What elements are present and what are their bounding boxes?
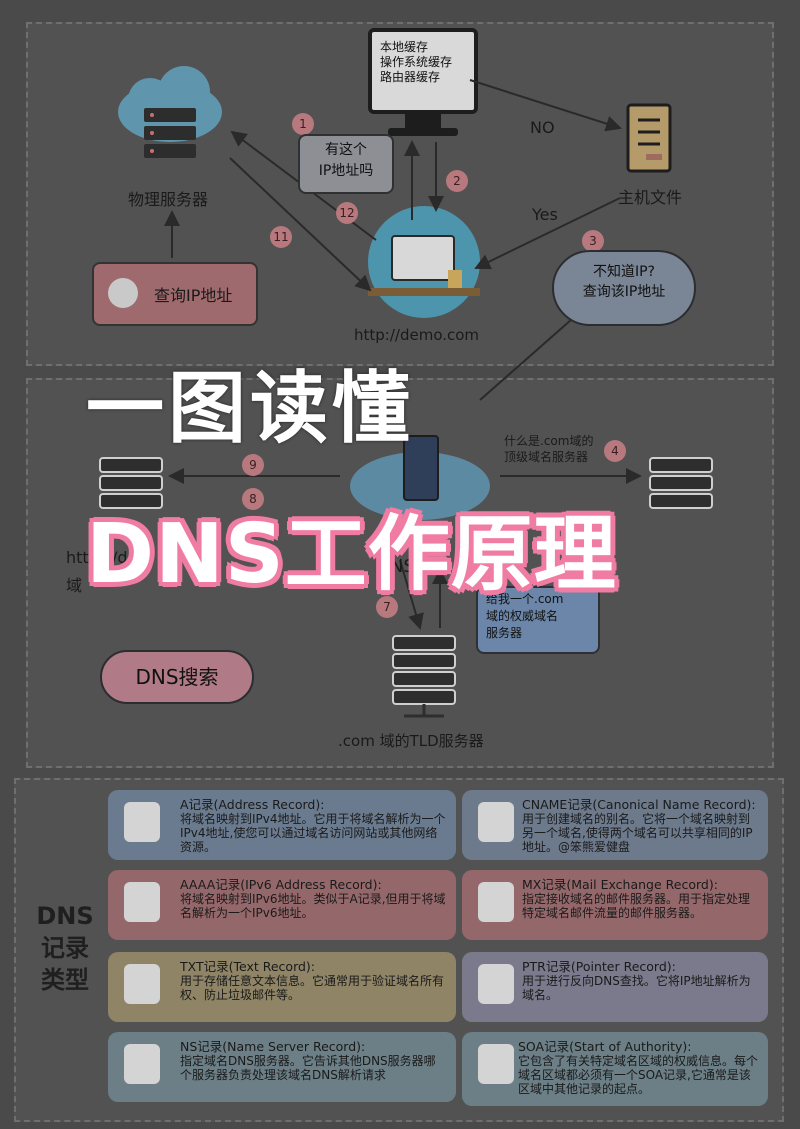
cache-os: 操作系统缓存	[380, 55, 453, 69]
partial-dns: DNS解	[376, 556, 433, 577]
url-label: http://demo.com	[354, 326, 480, 344]
physical-server-label: 物理服务器	[128, 190, 209, 209]
record-a: A记录(Address Record):将域名映射到IPv4地址。它用于将域名解…	[108, 790, 456, 860]
record-aaaa-title: AAAA记录(IPv6 Address Record):	[180, 877, 382, 892]
step-11: 11	[270, 226, 292, 248]
records-heading: DNS 记录 类型	[36, 902, 94, 994]
record-mx-desc: 指定接收域名的邮件服务器。用于指定处理特定域名邮件流量的邮件服务器。	[522, 892, 751, 920]
file-text-icon	[478, 964, 514, 1004]
record-ptr-desc: 用于进行反向DNS查找。它将IP地址解析为域名。	[522, 974, 751, 1002]
record-ns: NS记录(Name Server Record):指定域名DNS服务器。它告诉其…	[108, 1032, 456, 1102]
monitor-icon	[368, 28, 478, 136]
search-globe-icon	[108, 278, 138, 308]
partial-dot: o.com	[296, 516, 339, 532]
record-txt-title: TXT记录(Text Record):	[180, 959, 316, 974]
record-ptr-title: PTR记录(Pointer Record):	[522, 959, 676, 974]
step-2: 2	[446, 170, 468, 192]
what-com-label: 什么是.com域的 顶级域名服务器	[504, 434, 594, 464]
query-ip-box: 查询IP地址	[92, 262, 258, 326]
partial-left-2: 域	[66, 576, 83, 595]
step-3: 3	[582, 230, 604, 252]
question-bubble: 有这个 IP地址吗	[298, 134, 394, 194]
record-ptr: PTR记录(Pointer Record):用于进行反向DNS查找。它将IP地址…	[462, 952, 768, 1022]
step-4: 4	[604, 440, 626, 462]
hosts-file-icon	[626, 103, 672, 173]
step-12: 12	[336, 202, 358, 224]
step-1: 1	[292, 113, 314, 135]
hosts-file-label: 主机文件	[618, 188, 683, 207]
record-ns-title: NS记录(Name Server Record):	[180, 1039, 366, 1054]
record-mx: MX记录(Mail Exchange Record):指定接收域名的邮件服务器。…	[462, 870, 768, 940]
step-9: 9	[242, 454, 264, 476]
dns-resolver-icon	[350, 435, 490, 520]
map-icon	[124, 882, 160, 922]
tld-server-icon	[392, 635, 456, 718]
title-line1: 一图读懂	[86, 364, 415, 454]
record-soa-title: SOA记录(Start of Authority):	[518, 1039, 692, 1054]
unknown-ip-cloud: 不知道IP? 查询该IP地址	[552, 250, 696, 326]
dns-flow-diagram	[99, 28, 713, 718]
title-line2: DNS工作原理	[86, 507, 617, 602]
step-8: 8	[242, 488, 264, 510]
info-icon	[478, 1044, 514, 1084]
record-soa: SOA记录(Start of Authority):它包含了有关特定域名区域的权…	[462, 1032, 768, 1106]
map-pin-icon	[124, 802, 160, 842]
record-cname: CNAME记录(Canonical Name Record):用于创建域名的别名…	[462, 790, 768, 860]
record-cname-title: CNAME记录(Canonical Name Record):	[522, 797, 756, 812]
server-right-icon	[649, 457, 713, 509]
mail-icon	[478, 882, 514, 922]
cache-list: 本地缓存 操作系统缓存 路由器缓存	[380, 40, 452, 85]
step-7: 7	[376, 596, 398, 618]
query-ip-label: 查询IP地址	[154, 286, 233, 305]
record-aaaa: AAAA记录(IPv6 Address Record):将域名映射到IPv6地址…	[108, 870, 456, 940]
record-soa-desc: 它包含了有关特定域名区域的权威信息。每个域名区域都必须有一个SOA记录,它通常是…	[518, 1054, 759, 1096]
partial-left-1: htt	[66, 548, 89, 567]
no-label: NO	[530, 118, 555, 137]
record-mx-title: MX记录(Mail Exchange Record):	[522, 877, 718, 892]
record-txt-desc: 用于存储任意文本信息。它通常用于验证域名所有权、防止垃圾邮件等。	[180, 974, 445, 1002]
record-ns-desc: 指定域名DNS服务器。它告诉其他DNS服务器哪个服务器负责处理该域名DNS解析请…	[180, 1054, 436, 1082]
yes-label: Yes	[532, 205, 558, 224]
record-a-desc: 将域名映射到IPv4地址。它用于将域名解析为一个IPv4地址,使您可以通过域名访…	[180, 812, 446, 854]
cache-local: 本地缓存	[380, 40, 429, 54]
cloud-server-icon	[118, 66, 222, 158]
record-aaaa-desc: 将域名映射到IPv6地址。类似于A记录,但用于将域名解析为一个IPv6地址。	[180, 892, 446, 920]
server-left-icon	[99, 457, 163, 509]
give-me-bubble: 给我一个.com 域的权威域名 服务器	[476, 586, 600, 654]
document-icon	[124, 964, 160, 1004]
cname-icon	[478, 802, 514, 842]
server-icon	[124, 1044, 160, 1084]
cache-router: 路由器缓存	[380, 70, 441, 84]
tld-server-label: .com 域的TLD服务器	[338, 732, 484, 750]
partial-http: /de	[112, 548, 138, 567]
desktop-scene-icon	[368, 206, 480, 318]
record-cname-desc: 用于创建域名的别名。它将一个域名映射到另一个域名,使得两个域名可以共享相同的IP…	[522, 812, 753, 854]
record-txt: TXT记录(Text Record):用于存储任意文本信息。它通常用于验证域名所…	[108, 952, 456, 1022]
record-a-title: A记录(Address Record):	[180, 797, 325, 812]
dns-search-cloud: DNS搜索	[100, 650, 254, 704]
